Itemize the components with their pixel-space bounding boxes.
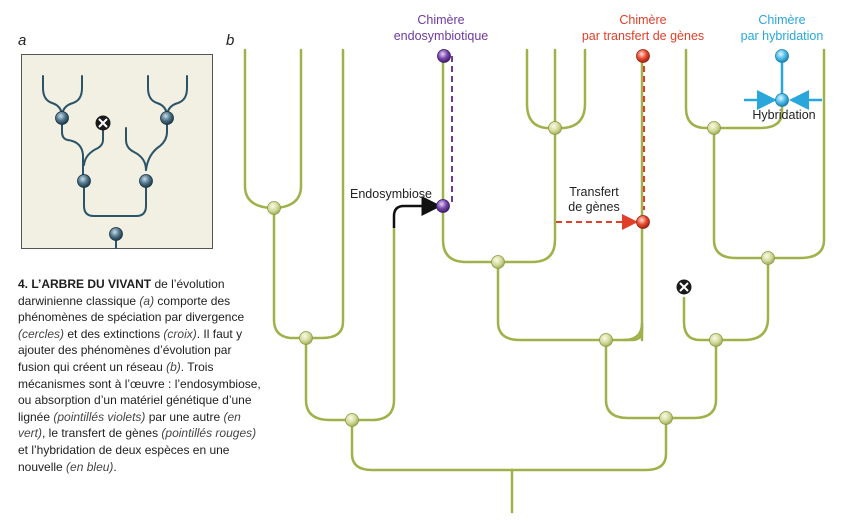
transfer-node	[636, 215, 650, 229]
caption-italic: (pointillés violets)	[53, 409, 146, 424]
speciation-node	[491, 255, 505, 269]
transfer-chimera-node	[636, 49, 650, 63]
caption-italic: (pointillés rouges)	[161, 426, 257, 441]
speciation-node	[548, 121, 562, 135]
speciation-node	[345, 413, 359, 427]
chimera-hybrid-label-2: par hybridation	[741, 29, 824, 43]
speciation-node	[299, 331, 313, 345]
panel-b-letter: b	[226, 32, 235, 49]
endosymbiosis-arrow	[392, 196, 442, 228]
speciation-node	[707, 121, 721, 135]
caption-italic: (cercles)	[18, 326, 65, 341]
speciation-node	[109, 227, 123, 241]
speciation-node	[267, 201, 281, 215]
caption-text: de l’évolution darwinienne classique	[18, 277, 225, 308]
caption-title: 4. L’ARBRE DU VIVANT	[18, 277, 152, 291]
speciation-node	[761, 251, 775, 265]
caption-italic: (croix)	[163, 326, 197, 341]
hybridization-node	[775, 93, 789, 107]
caption-italic: (a)	[139, 293, 155, 308]
caption-text: , le transfert de gènes	[42, 426, 162, 441]
speciation-node	[77, 174, 91, 188]
transfert-label-1: Transfert	[569, 185, 619, 199]
caption-text: .	[113, 459, 117, 474]
caption-italic: (en bleu)	[66, 459, 114, 474]
chimera-endo-label-2: endosymbiotique	[394, 29, 489, 43]
speciation-node	[139, 174, 153, 188]
caption-text: . Il faut y ajouter des phénomènes d’évo…	[18, 326, 243, 374]
caption-italic: (b)	[166, 359, 181, 374]
panel-b-nodes	[267, 121, 775, 427]
speciation-node	[160, 111, 174, 125]
panel-a-letter: a	[18, 32, 27, 49]
chimera-transfer-label-2: par transfert de gènes	[582, 29, 704, 43]
extinction-cross-icon	[676, 279, 692, 295]
extinction-cross-icon	[95, 115, 111, 131]
panel-a-tree	[42, 75, 188, 249]
panel-b-tree	[243, 48, 826, 514]
speciation-node	[599, 333, 613, 347]
hybrid-chimera-node	[775, 49, 789, 63]
caption-text: par une autre	[145, 409, 224, 424]
caption-text: et l’hybridation de deux espèces en une …	[18, 442, 230, 474]
figure-caption: 4. L’ARBRE DU VIVANT de l’évolution darw…	[18, 276, 263, 475]
chimera-hybrid-label-1: Chimère	[758, 13, 805, 27]
chimera-endo-label-1: Chimère	[417, 13, 464, 27]
endosymbiotic-chimera-node	[437, 49, 451, 63]
endosymbiose-label: Endosymbiose	[350, 187, 432, 201]
speciation-node	[659, 411, 673, 425]
caption-text: comporte des phénomènes de spéciation pa…	[18, 293, 245, 325]
panel-a-nodes	[55, 111, 174, 241]
caption-text: et des extinctions	[64, 326, 164, 341]
speciation-node	[709, 333, 723, 347]
endosymbiosis-node	[436, 199, 450, 213]
speciation-node	[55, 111, 69, 125]
caption-text: . Trois mécanismes sont à l’œuvre : l’en…	[18, 359, 261, 424]
transfert-label-2: de gènes	[568, 200, 619, 214]
chimera-transfer-label-1: Chimère	[619, 13, 666, 27]
hybridation-label: Hybridation	[752, 108, 815, 122]
caption-italic: (en vert)	[18, 409, 241, 441]
